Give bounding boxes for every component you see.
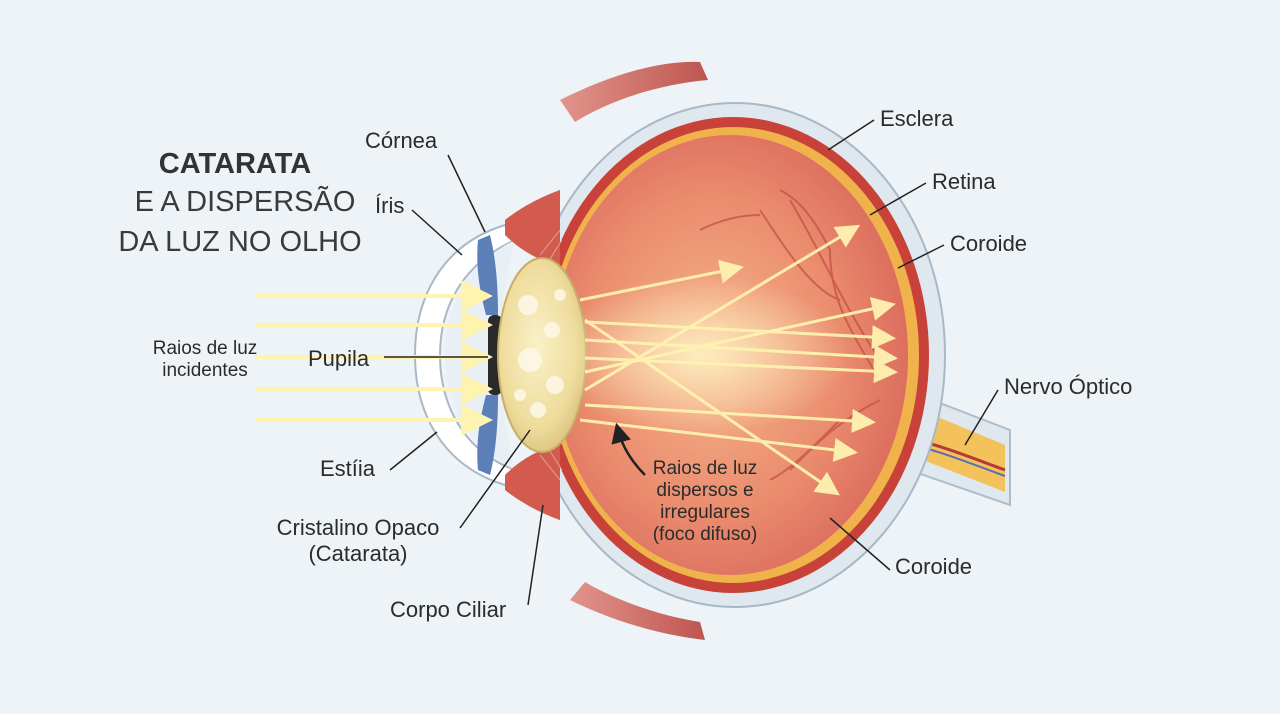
label-cloudy-lens-line-1: Cristalino Opaco (276, 515, 440, 540)
label-estiia: Estíia (320, 456, 376, 481)
label-incident-rays: Raios de luz incidentes (140, 338, 270, 382)
scatter-callout-arrow (611, 422, 646, 476)
lower-muscle (570, 582, 705, 640)
label-pupil: Pupila (308, 346, 370, 371)
incident-rays (255, 280, 493, 436)
label-incident-rays-line-1: Raios de luz (152, 338, 258, 359)
scatter-glow (550, 275, 850, 435)
label-cornea: Córnea (365, 128, 438, 153)
title-line-1: CATARATA (158, 148, 312, 180)
label-cloudy-lens-line-2: (Catarata) (308, 541, 408, 566)
label-scattered-line-3: irregulares (660, 502, 750, 523)
title-line-2: E A DISPERSÃO (134, 186, 356, 218)
label-iris: Íris (375, 193, 405, 218)
label-optic-nerve: Nervo Óptico (1004, 374, 1133, 399)
label-choroid-top: Coroide (950, 231, 1028, 256)
ciliary-lower (505, 445, 560, 520)
label-retina: Retina (932, 169, 996, 194)
label-scattered-line-4: (foco difuso) (652, 524, 758, 545)
label-scattered-line-2: dispersos e (656, 480, 754, 501)
scattered-rays (579, 224, 898, 496)
zonules (539, 229, 563, 481)
leader-lines (384, 119, 999, 606)
ciliary-upper (505, 190, 560, 265)
label-sclera: Esclera (880, 106, 954, 131)
label-cloudy-lens: Cristalino Opaco (Catarata) (258, 515, 458, 567)
upper-muscle (560, 61, 708, 122)
label-scattered-rays: Raios de luz dispersos e irregulares (fo… (640, 458, 770, 546)
label-ciliary-body: Corpo Ciliar (390, 597, 507, 622)
label-incident-rays-line-2: incidentes (162, 360, 248, 381)
label-scattered-line-1: Raios de luz (652, 458, 758, 479)
label-choroid-bottom: Coroide (895, 554, 973, 579)
title-line-3: DA LUZ NO OLHO (118, 226, 362, 258)
